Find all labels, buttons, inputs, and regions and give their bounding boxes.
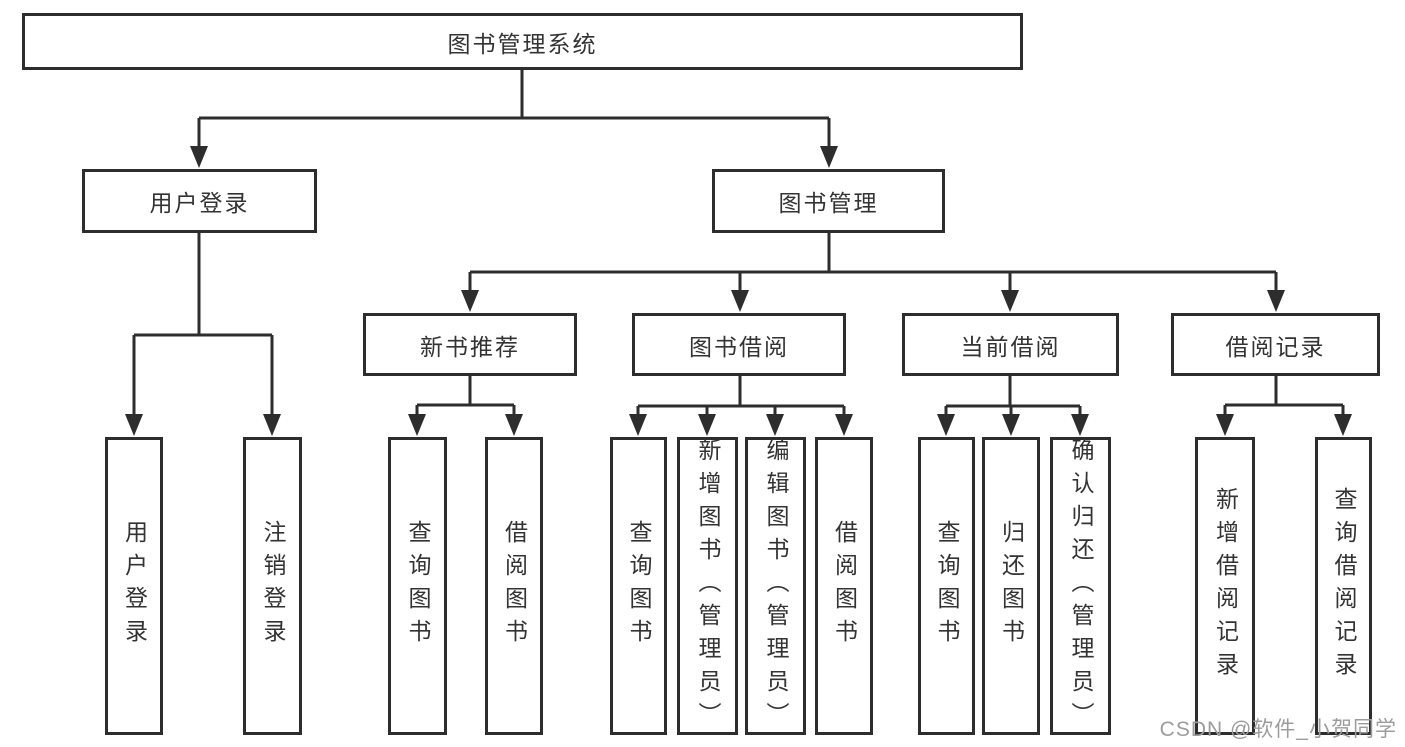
node-label: 借阅图书: [501, 520, 528, 652]
leaf-confirm-return-admin: 确认归还（管理员）: [1050, 437, 1111, 735]
node-label: 编辑图书（管理员）: [763, 437, 789, 735]
node-label: 用户登录: [121, 520, 148, 652]
node-label: 图书管理系统: [447, 30, 598, 57]
node-book-borrowing: 图书借阅: [632, 313, 846, 376]
leaf-query-books-recommend: 查询图书: [388, 437, 447, 735]
node-label: 当前借阅: [960, 333, 1061, 360]
leaf-query-borrow-record: 查询借阅记录: [1315, 437, 1372, 735]
node-new-book-recommend: 新书推荐: [363, 313, 577, 376]
node-label: 查询图书: [934, 520, 960, 652]
node-label: 借阅记录: [1225, 333, 1326, 360]
leaf-add-books-admin: 新增图书（管理员）: [677, 437, 738, 735]
node-user-login: 用户登录: [82, 169, 317, 233]
node-label: 归还图书: [998, 520, 1025, 652]
leaf-query-books-current: 查询图书: [918, 437, 975, 735]
leaf-edit-books-admin: 编辑图书（管理员）: [745, 437, 806, 735]
node-label: 确认归还（管理员）: [1068, 437, 1094, 735]
node-label: 查询图书: [626, 520, 652, 652]
node-borrowing-records: 借阅记录: [1171, 313, 1380, 376]
leaf-logout: 注销登录: [243, 437, 302, 735]
leaf-user-login: 用户登录: [105, 437, 163, 735]
csdn-watermark: CSDN @软件_小贺同学: [1159, 718, 1397, 741]
node-label: 新书推荐: [420, 333, 520, 360]
node-label: 查询借阅记录: [1331, 487, 1357, 685]
node-label: 新增借阅记录: [1212, 487, 1239, 685]
leaf-borrow-books-recommend: 借阅图书: [485, 437, 543, 735]
node-book-management: 图书管理: [712, 169, 945, 233]
node-current-borrowing: 当前借阅: [902, 313, 1119, 376]
node-label: 注销登录: [260, 520, 286, 652]
leaf-borrow-books: 借阅图书: [815, 437, 873, 735]
node-label: 借阅图书: [831, 520, 858, 652]
node-label: 用户登录: [149, 190, 250, 216]
leaf-query-books-borrowing: 查询图书: [610, 437, 667, 735]
node-label: 图书借阅: [689, 333, 789, 360]
leaf-add-borrow-record: 新增借阅记录: [1195, 437, 1255, 735]
node-label: 查询图书: [405, 520, 431, 652]
leaf-return-books: 归还图书: [982, 437, 1040, 735]
node-root-book-management-system: 图书管理系统: [22, 13, 1023, 70]
node-label: 新增图书（管理员）: [695, 437, 721, 735]
node-label: 图书管理: [778, 190, 879, 216]
